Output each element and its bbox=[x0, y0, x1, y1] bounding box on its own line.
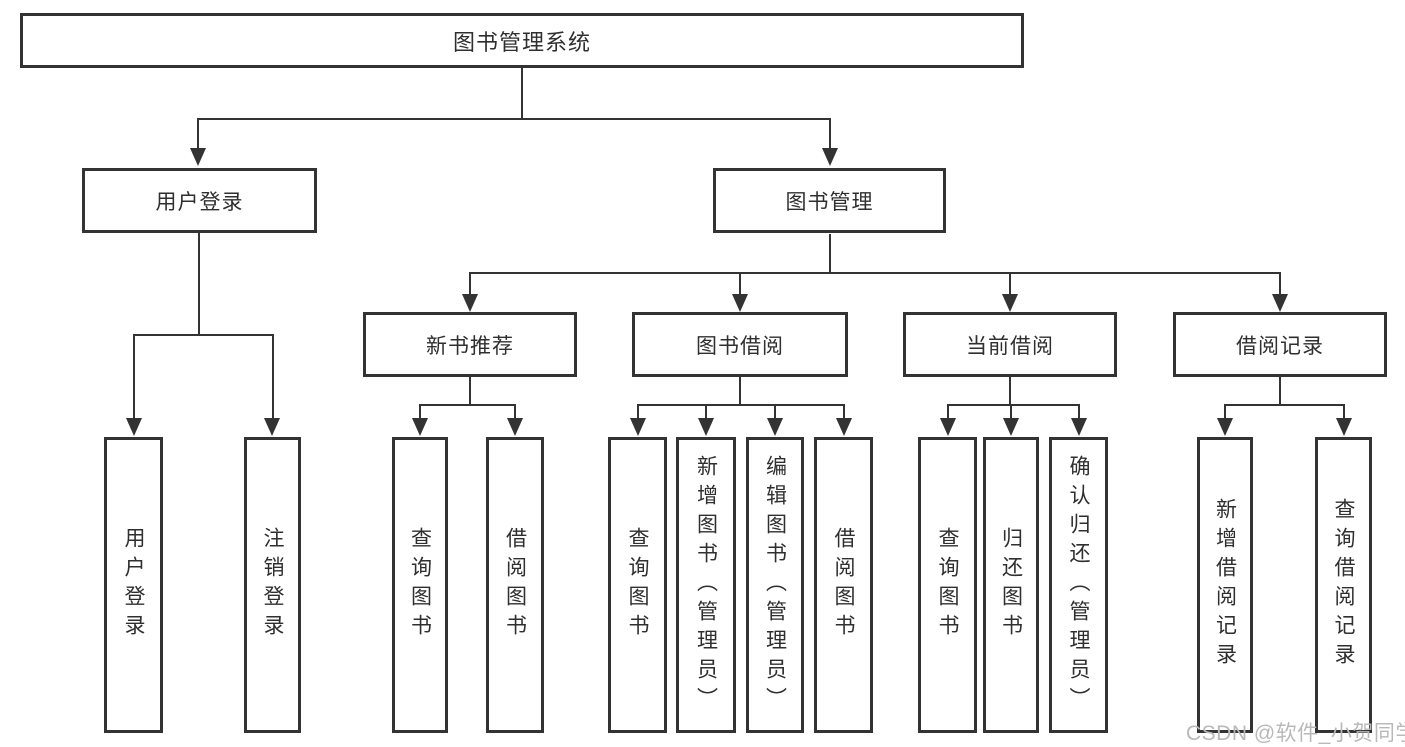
leaf-query-books-1: 查询图书 bbox=[392, 437, 448, 733]
arrow-down-icon bbox=[940, 418, 956, 436]
connector-line bbox=[469, 376, 471, 406]
node-label: 注销登录 bbox=[261, 527, 284, 643]
arrow-down-icon bbox=[732, 294, 748, 312]
leaf-edit-books-admin: 编辑图书（管理员） bbox=[746, 437, 804, 733]
connector-line bbox=[272, 334, 274, 420]
connector-line bbox=[197, 118, 199, 150]
node-label: 图书管理系统 bbox=[452, 29, 591, 55]
arrow-down-icon bbox=[412, 418, 428, 436]
connector-line bbox=[1279, 376, 1281, 406]
node-borrow-records: 借阅记录 bbox=[1173, 312, 1387, 377]
leaf-logout: 注销登录 bbox=[244, 437, 301, 733]
leaf-query-books-3: 查询图书 bbox=[918, 437, 977, 733]
arrow-down-icon bbox=[630, 418, 646, 436]
node-label: 归还图书 bbox=[999, 527, 1023, 643]
csdn-watermark: CSDN @软件_小贺同学 bbox=[1186, 722, 1405, 745]
connector-line bbox=[637, 404, 639, 420]
arrow-down-icon bbox=[836, 418, 852, 436]
connector-line bbox=[637, 404, 844, 406]
arrow-down-icon bbox=[1272, 294, 1288, 312]
arrow-down-icon bbox=[507, 418, 523, 436]
connector-line bbox=[739, 376, 741, 406]
connector-line bbox=[947, 404, 949, 420]
arrow-down-icon bbox=[1336, 418, 1352, 436]
node-book-borrow: 图书借阅 bbox=[632, 312, 848, 377]
connector-line bbox=[420, 404, 516, 406]
arrow-down-icon bbox=[126, 418, 142, 436]
node-label: 新增图书（管理员） bbox=[694, 454, 718, 716]
connector-line bbox=[521, 67, 523, 120]
leaf-query-books-2: 查询图书 bbox=[608, 437, 667, 733]
connector-line bbox=[469, 272, 1281, 274]
node-label: 查询借阅记录 bbox=[1332, 498, 1355, 672]
arrow-down-icon bbox=[1217, 418, 1233, 436]
connector-line bbox=[1009, 376, 1011, 406]
node-label: 用户登录 bbox=[155, 190, 244, 214]
node-label: 图书管理 bbox=[785, 190, 874, 214]
node-label: 借阅图书 bbox=[503, 527, 527, 643]
node-book-management: 图书管理 bbox=[713, 168, 946, 233]
connector-line bbox=[469, 272, 471, 294]
node-label: 借阅图书 bbox=[832, 527, 855, 643]
connector-line bbox=[1279, 272, 1281, 294]
node-label: 新增借阅记录 bbox=[1213, 498, 1237, 672]
connector-line bbox=[739, 272, 741, 294]
connector-line bbox=[1010, 404, 1012, 420]
connector-line bbox=[133, 334, 135, 420]
arrow-down-icon bbox=[1071, 418, 1087, 436]
node-new-book-recommend: 新书推荐 bbox=[363, 312, 577, 377]
connector-line bbox=[198, 233, 200, 336]
connector-line bbox=[829, 118, 831, 150]
arrow-down-icon bbox=[767, 418, 783, 436]
connector-line bbox=[419, 404, 421, 420]
connector-line bbox=[514, 404, 516, 420]
connector-line bbox=[197, 118, 831, 120]
leaf-user-login: 用户登录 bbox=[104, 437, 163, 733]
connector-line bbox=[774, 404, 776, 420]
node-label: 图书借阅 bbox=[696, 334, 784, 358]
node-label: 查询图书 bbox=[626, 527, 649, 643]
arrow-down-icon bbox=[1003, 418, 1019, 436]
connector-line bbox=[1224, 404, 1344, 406]
connector-line bbox=[1224, 404, 1226, 420]
leaf-borrow-books-2: 借阅图书 bbox=[814, 437, 873, 733]
arrow-down-icon bbox=[190, 148, 206, 166]
node-label: 用户登录 bbox=[122, 527, 145, 643]
arrow-down-icon bbox=[698, 418, 714, 436]
leaf-confirm-return-admin: 确认归还（管理员） bbox=[1049, 437, 1108, 733]
connector-line bbox=[1009, 272, 1011, 294]
connector-line bbox=[829, 234, 831, 274]
node-label: 确认归还（管理员） bbox=[1067, 454, 1090, 716]
node-label: 查询图书 bbox=[936, 527, 959, 643]
node-label: 新书推荐 bbox=[426, 334, 514, 358]
root-node-library-system: 图书管理系统 bbox=[20, 13, 1024, 68]
connector-line bbox=[705, 404, 707, 420]
node-current-borrow: 当前借阅 bbox=[903, 312, 1117, 377]
leaf-borrow-books-1: 借阅图书 bbox=[486, 437, 544, 733]
node-user-login: 用户登录 bbox=[82, 168, 317, 233]
connector-line bbox=[133, 334, 274, 336]
arrow-down-icon bbox=[1002, 294, 1018, 312]
node-label: 当前借阅 bbox=[966, 334, 1054, 358]
leaf-return-books: 归还图书 bbox=[983, 437, 1039, 733]
node-label: 编辑图书（管理员） bbox=[763, 454, 787, 716]
leaf-add-borrow-record: 新增借阅记录 bbox=[1197, 437, 1253, 733]
arrow-down-icon bbox=[462, 294, 478, 312]
node-label: 借阅记录 bbox=[1236, 334, 1324, 358]
arrow-down-icon bbox=[822, 148, 838, 166]
connector-line bbox=[843, 404, 845, 420]
connector-line bbox=[1343, 404, 1345, 420]
leaf-query-borrow-record: 查询借阅记录 bbox=[1315, 437, 1372, 733]
connector-line bbox=[1078, 404, 1080, 420]
connector-line bbox=[947, 404, 1079, 406]
leaf-add-books-admin: 新增图书（管理员） bbox=[676, 437, 736, 733]
node-label: 查询图书 bbox=[408, 527, 432, 643]
arrow-down-icon bbox=[264, 418, 280, 436]
